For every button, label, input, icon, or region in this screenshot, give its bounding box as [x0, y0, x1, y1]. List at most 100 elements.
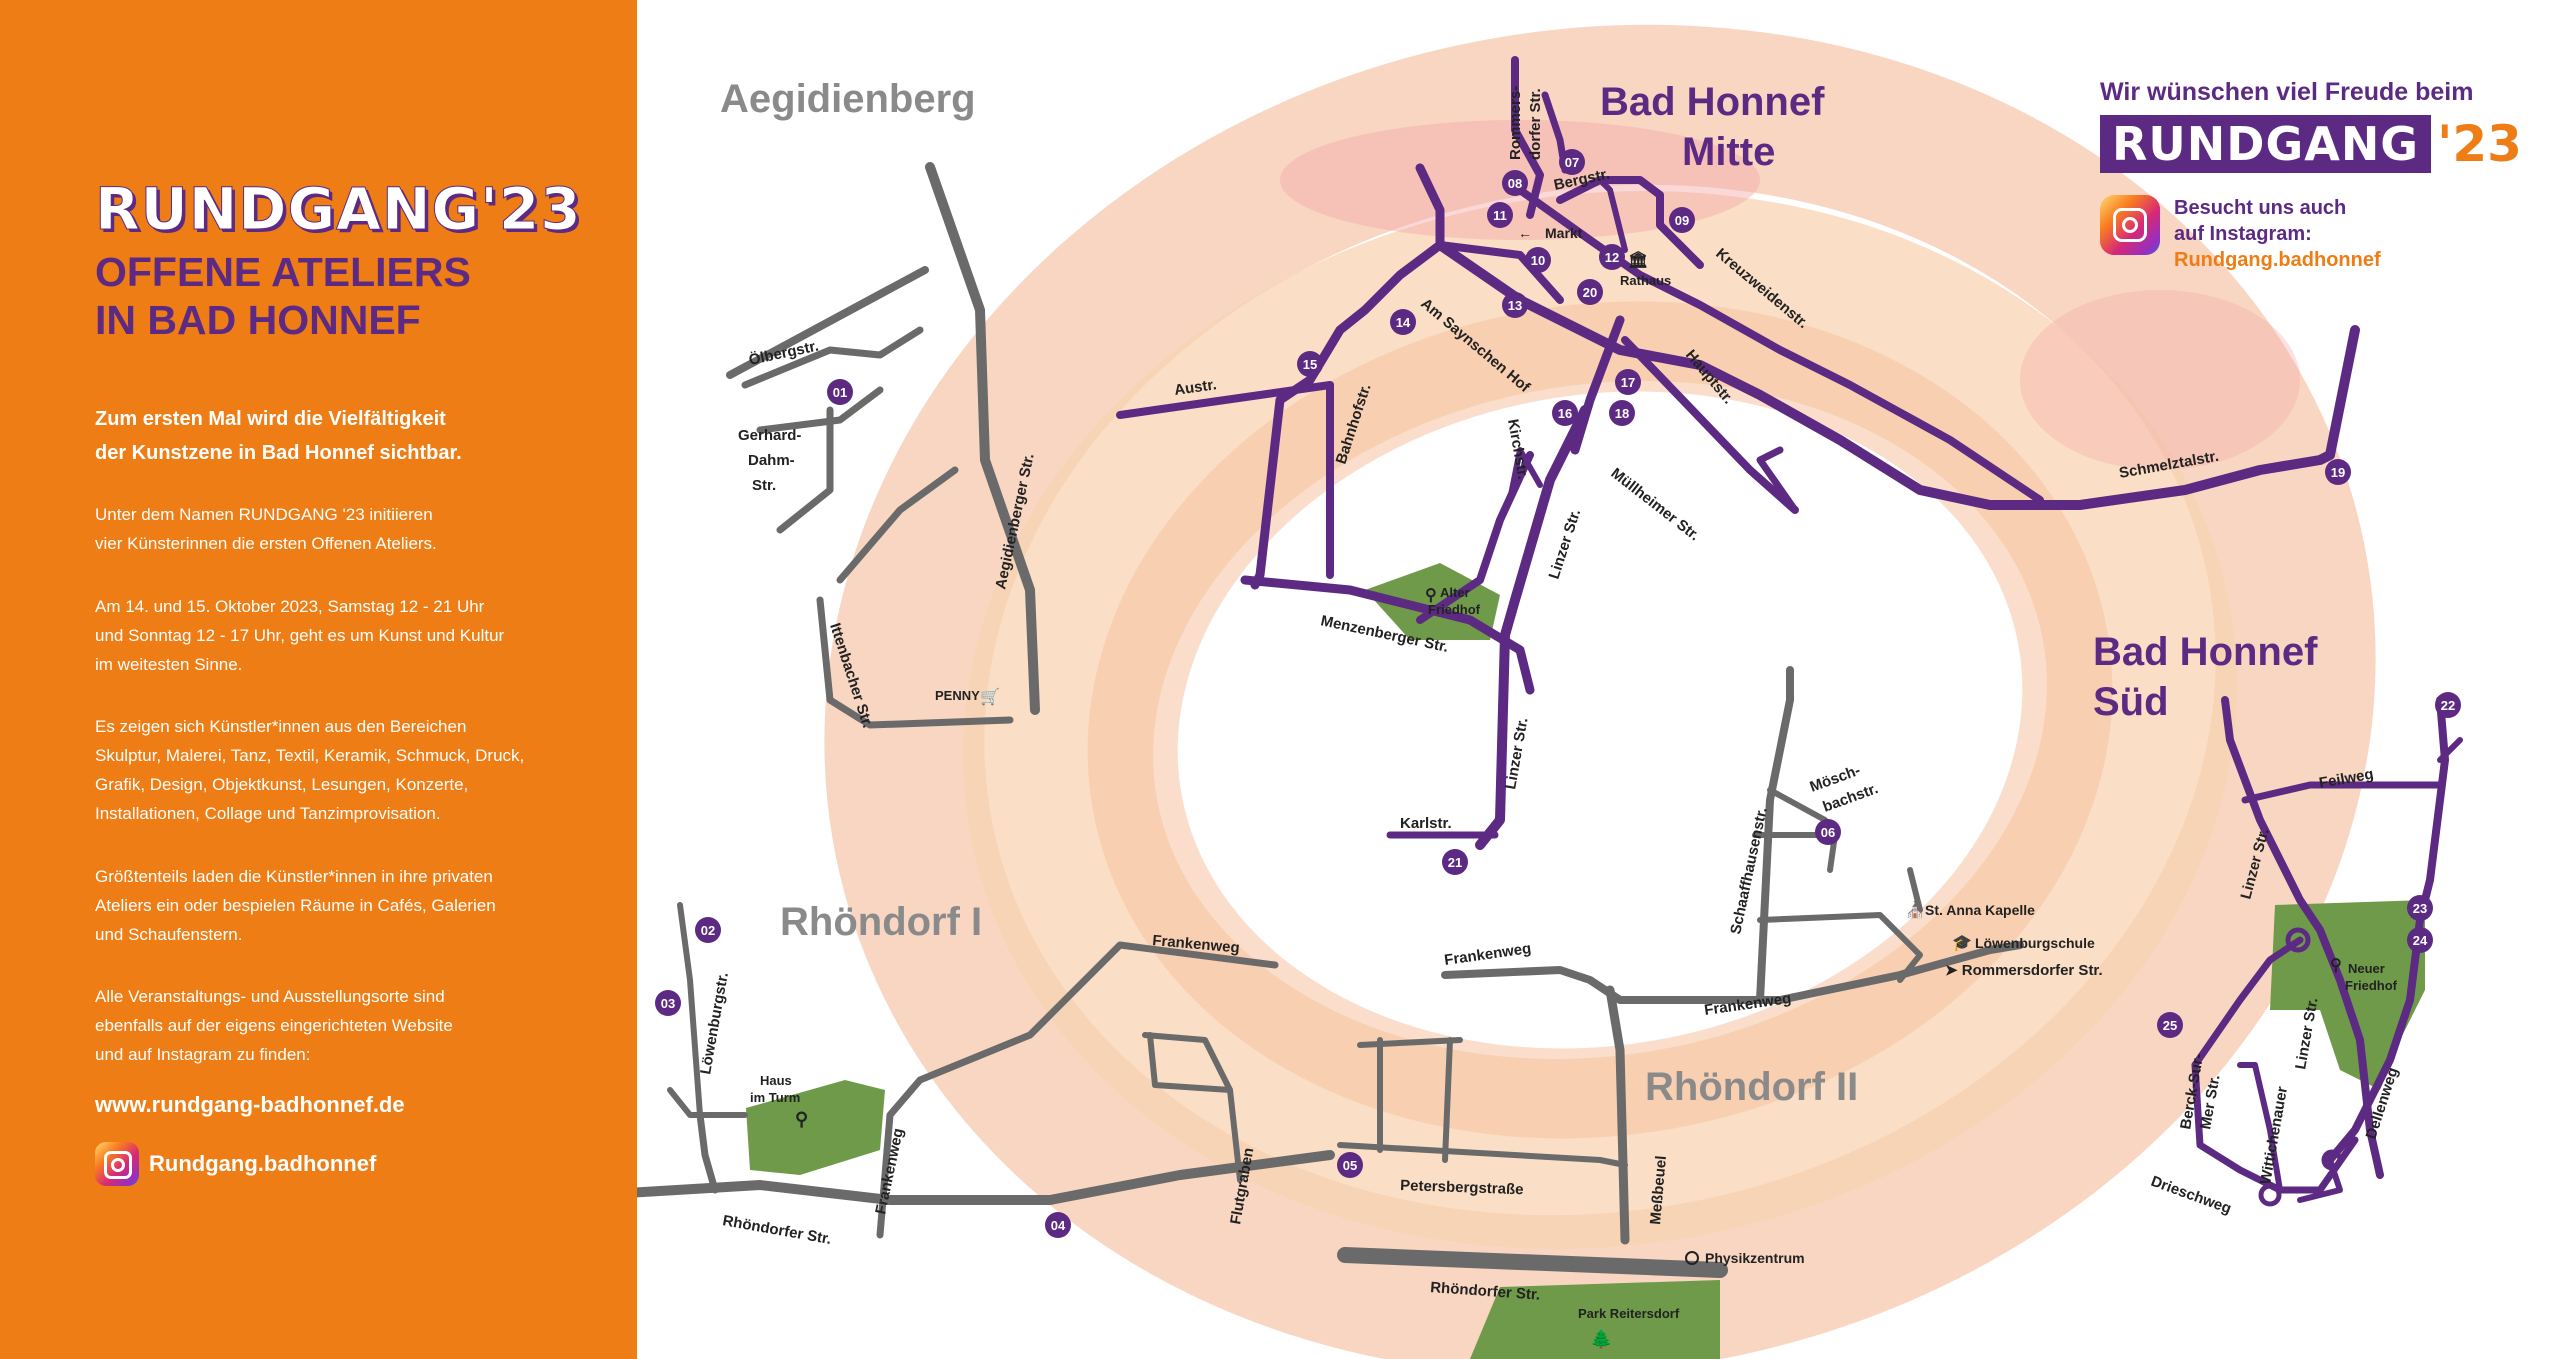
- marker-number: 11: [1493, 208, 1507, 223]
- marker-circle: [1577, 279, 1603, 305]
- street-label: Frankenweg: [1443, 940, 1532, 969]
- atelier-marker-15[interactable]: 15: [1297, 351, 1323, 377]
- street-label: Löwenburgstr.: [697, 971, 732, 1076]
- street-label: Karlstr.: [1400, 815, 1452, 832]
- physikzentrum-icon: [1685, 1251, 1699, 1265]
- street-label: dorfer Str.: [1527, 88, 1544, 160]
- street-label: Rhöndorfer Str.: [721, 1212, 832, 1248]
- marker-circle: [695, 917, 721, 943]
- street-label: Meßbeuel: [1647, 1155, 1670, 1225]
- instagram-handle: Rundgang.badhonnef: [149, 1151, 377, 1176]
- atelier-marker-07[interactable]: 07: [1559, 149, 1585, 175]
- street-label: Müllheimer Str.: [1608, 465, 1703, 545]
- marker-number: 04: [1051, 1218, 1066, 1233]
- marker-number: 12: [1605, 250, 1619, 265]
- rundgang-logo-text: RUNDGANG'23: [95, 175, 582, 243]
- street-label: Austr.: [1173, 376, 1217, 399]
- marker-number: 08: [1508, 176, 1522, 191]
- instagram-promo[interactable]: Besucht uns auch auf Instagram: Rundgang…: [2100, 195, 2540, 273]
- atelier-marker-03[interactable]: 03: [655, 990, 681, 1016]
- promo-line: auf Instagram:: [2174, 223, 2312, 245]
- place-penny: PENNY: [935, 688, 980, 703]
- marker-circle: [1552, 400, 1578, 426]
- paragraph-initiators: Unter dem Namen RUNDGANG '23 initiieren …: [95, 500, 615, 558]
- atelier-marker-23[interactable]: 23: [2407, 895, 2433, 921]
- atelier-marker-13[interactable]: 13: [1502, 292, 1528, 318]
- title-line-2: IN BAD HONNEF: [95, 297, 421, 343]
- instagram-link[interactable]: Rundgang.badhonnef: [95, 1142, 376, 1186]
- atelier-marker-10[interactable]: 10: [1525, 247, 1551, 273]
- place-st-anna: St. Anna Kapelle: [1925, 902, 2035, 918]
- district-labels: Aegidienberg Bad Honnef Mitte Bad Honnef…: [720, 77, 2318, 1109]
- marker-circle: [2325, 459, 2351, 485]
- marker-circle: [1669, 207, 1695, 233]
- paragraph-dates: Am 14. und 15. Oktober 2023, Samstag 12 …: [95, 592, 615, 679]
- junction-circles: [2258, 927, 2343, 1207]
- text-line: Grafik, Design, Objektkunst, Lesungen, K…: [95, 775, 469, 794]
- marker-number: 24: [2413, 933, 2428, 948]
- atelier-marker-08[interactable]: 08: [1502, 170, 1528, 196]
- street-label: Kirchstr.: [1504, 418, 1531, 481]
- marker-number: 14: [1396, 315, 1411, 330]
- promo-handle: Rundgang.badhonnef: [2174, 249, 2381, 271]
- intro-line: der Kunstzene in Bad Honnef sichtbar.: [95, 442, 462, 464]
- place-rathaus: Rathaus: [1620, 273, 1671, 288]
- chapel-icon: ⛪: [1905, 900, 1925, 919]
- atelier-marker-21[interactable]: 21: [1442, 849, 1468, 875]
- district-aegidienberg: Aegidienberg: [720, 77, 976, 121]
- place-haus-line2: im Turm: [750, 1090, 800, 1105]
- sidebar-panel: RUNDGANG'23 OFFENE ATELIERS IN BAD HONNE…: [0, 0, 637, 1359]
- tree-icon: 🌲: [1590, 1328, 1612, 1349]
- place-haus-line1: Haus: [760, 1073, 792, 1088]
- location-pin-icon: ⚲: [2330, 957, 2342, 974]
- atelier-marker-06[interactable]: 06: [1815, 819, 1841, 845]
- marker-circle: [655, 990, 681, 1016]
- marker-circle: [1502, 292, 1528, 318]
- text-line: und Sonntag 12 - 17 Uhr, geht es um Kuns…: [95, 626, 505, 645]
- street-label: Rommers-: [1507, 86, 1524, 160]
- marker-circle: [1599, 244, 1625, 270]
- atelier-marker-25[interactable]: 25: [2157, 1012, 2183, 1038]
- text-line: Es zeigen sich Künstler*innen aus den Be…: [95, 717, 467, 736]
- atelier-marker-18[interactable]: 18: [1609, 400, 1635, 426]
- text-line: Ateliers ein oder bespielen Räume in Caf…: [95, 896, 496, 915]
- atelier-marker-22[interactable]: 22: [2435, 692, 2461, 718]
- street-label: Linzer Str.: [1546, 507, 1585, 581]
- atelier-marker-04[interactable]: 04: [1045, 1212, 1071, 1238]
- graduation-cap-icon: 🎓: [1952, 935, 1972, 952]
- shopping-cart-icon: 🛒: [980, 687, 1000, 706]
- atelier-marker-14[interactable]: 14: [1390, 309, 1416, 335]
- atelier-marker-05[interactable]: 05: [1337, 1152, 1363, 1178]
- atelier-marker-24[interactable]: 24: [2407, 927, 2433, 953]
- text-line: Größtenteils laden die Künstler*innen in…: [95, 867, 493, 886]
- marker-circle: [1502, 170, 1528, 196]
- marker-circle: [1615, 369, 1641, 395]
- atelier-marker-12[interactable]: 12: [1599, 244, 1625, 270]
- logo-year: '23: [2437, 115, 2522, 173]
- district-sued-line1: Bad Honnef: [2093, 630, 2318, 674]
- district-sued-line2: Süd: [2093, 680, 2169, 724]
- marker-number: 17: [1621, 375, 1635, 390]
- atelier-marker-20[interactable]: 20: [1577, 279, 1603, 305]
- atelier-marker-11[interactable]: 11: [1487, 202, 1513, 228]
- marker-circle: [827, 379, 853, 405]
- atelier-marker-02[interactable]: 02: [695, 917, 721, 943]
- website-link[interactable]: www.rundgang-badhonnef.de: [95, 1092, 405, 1117]
- paragraph-venues: Größtenteils laden die Künstler*innen in…: [95, 862, 615, 949]
- atelier-marker-17[interactable]: 17: [1615, 369, 1641, 395]
- area-map: Aegidienberg Bad Honnef Mitte Bad Honnef…: [637, 24, 2463, 1359]
- marker-circle: [1442, 849, 1468, 875]
- place-loewenburgschule: Löwenburgschule: [1975, 935, 2095, 951]
- promo-line: Besucht uns auch: [2174, 197, 2347, 219]
- marker-circle: [1487, 202, 1513, 228]
- atelier-marker-01[interactable]: 01: [827, 379, 853, 405]
- marker-circle: [2435, 692, 2461, 718]
- marker-number: 21: [1448, 855, 1462, 870]
- text-line: Unter dem Namen RUNDGANG '23 initiieren: [95, 505, 433, 524]
- atelier-marker-09[interactable]: 09: [1669, 207, 1695, 233]
- paragraph-online: Alle Veranstaltungs- und Ausstellungsort…: [95, 982, 615, 1069]
- atelier-marker-19[interactable]: 19: [2325, 459, 2351, 485]
- text-line: Skulptur, Malerei, Tanz, Textil, Keramik…: [95, 746, 525, 765]
- marker-circle: [2407, 927, 2433, 953]
- atelier-marker-16[interactable]: 16: [1552, 400, 1578, 426]
